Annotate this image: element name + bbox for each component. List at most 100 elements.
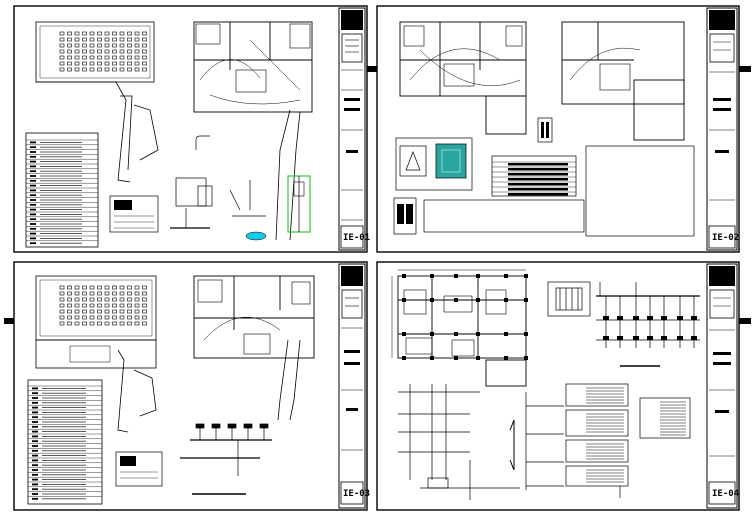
- legend-text-bar: [40, 194, 82, 196]
- desk-grid: [59, 285, 147, 326]
- desk: [97, 49, 102, 54]
- legend-symbol: [30, 184, 36, 187]
- desk: [127, 49, 132, 54]
- legend-text-bar: [40, 199, 82, 201]
- desk: [104, 297, 110, 302]
- legend-symbol: [32, 469, 38, 471]
- legend-symbol: [32, 445, 38, 447]
- desk: [97, 285, 102, 290]
- desk: [97, 303, 102, 308]
- desk: [74, 31, 80, 36]
- desk: [82, 31, 87, 36]
- desk: [82, 67, 87, 72]
- desk: [59, 43, 65, 48]
- desk: [59, 37, 65, 42]
- table-text-bar: [508, 183, 568, 186]
- sheet-ie-02[interactable]: IE-02: [367, 5, 751, 253]
- notes-frame: [585, 145, 695, 237]
- desk: [134, 303, 140, 308]
- desk: [134, 37, 140, 42]
- column: [402, 332, 406, 336]
- desk: [134, 49, 140, 54]
- legend-table: [27, 379, 103, 505]
- desk: [82, 49, 87, 54]
- legend-text-bar: [40, 209, 82, 210]
- notes-frame: [423, 199, 585, 233]
- title-block: IE-02: [706, 7, 739, 251]
- desk: [59, 303, 65, 308]
- desk: [74, 67, 80, 72]
- notes-box: [115, 451, 163, 487]
- desk: [89, 49, 95, 54]
- legend-text-bar: [40, 142, 82, 143]
- legend-symbol: [30, 208, 36, 211]
- floor-plan-rooms: [193, 275, 315, 359]
- desk: [119, 55, 125, 60]
- legend-text-bar: [42, 436, 86, 437]
- desk: [142, 43, 147, 48]
- legend-symbol: [30, 165, 36, 168]
- column: [402, 356, 406, 360]
- breaker: [603, 316, 609, 320]
- sheet-ie-04[interactable]: IE-04: [376, 261, 751, 511]
- desk: [67, 297, 72, 302]
- desk: [104, 49, 110, 54]
- column: [524, 274, 528, 278]
- legend-text-bar: [42, 407, 86, 408]
- column: [504, 332, 508, 336]
- load-table: [491, 155, 577, 197]
- legend-symbol: [32, 387, 38, 390]
- legend-text-bar: [42, 421, 86, 423]
- breaker: [617, 336, 623, 340]
- desk: [104, 315, 110, 320]
- legend-symbol: [30, 141, 36, 144]
- desk: [97, 291, 102, 296]
- desk: [127, 321, 132, 326]
- desk: [127, 315, 132, 320]
- column: [524, 356, 528, 360]
- desk: [97, 43, 102, 48]
- legend-symbol: [32, 411, 38, 414]
- desk: [134, 291, 140, 296]
- desk: [119, 43, 125, 48]
- panel-schedules: [565, 383, 691, 487]
- legend-symbol: [32, 459, 38, 462]
- sheet-ie-01[interactable]: IE-01: [13, 5, 370, 253]
- sheet-ie-03[interactable]: IE-03: [4, 261, 370, 511]
- desk: [112, 43, 117, 48]
- desk: [127, 61, 132, 66]
- legend-text-bar: [40, 146, 82, 148]
- desk: [67, 315, 72, 320]
- legend-symbol: [32, 454, 38, 457]
- notes-box: [109, 195, 159, 233]
- desk: [127, 303, 132, 308]
- desk: [74, 297, 80, 302]
- desk: [89, 61, 95, 66]
- desk: [119, 303, 125, 308]
- column: [476, 356, 480, 360]
- desk: [97, 55, 102, 60]
- legend-symbol: [30, 237, 36, 240]
- desk: [82, 55, 87, 60]
- sheet-number: IE-04: [712, 489, 740, 499]
- desk: [67, 55, 72, 60]
- desk: [97, 61, 102, 66]
- desk: [127, 55, 132, 60]
- desk: [104, 303, 110, 308]
- column-markers: [402, 274, 528, 360]
- legend-symbol: [32, 440, 38, 443]
- legend-symbol: [32, 488, 38, 491]
- stair-corridor: [36, 81, 301, 241]
- desk: [67, 67, 72, 72]
- legend-symbol: [32, 392, 38, 395]
- breaker-markers: [603, 316, 697, 340]
- legend-symbol: [30, 232, 36, 235]
- desk: [74, 285, 80, 290]
- legend-text-bar: [42, 431, 86, 432]
- desk: [97, 309, 102, 314]
- legend-rows: [26, 139, 98, 245]
- legend-text-bar: [42, 493, 86, 495]
- desk: [82, 309, 87, 314]
- desk: [112, 315, 117, 320]
- legend-symbol: [32, 478, 38, 481]
